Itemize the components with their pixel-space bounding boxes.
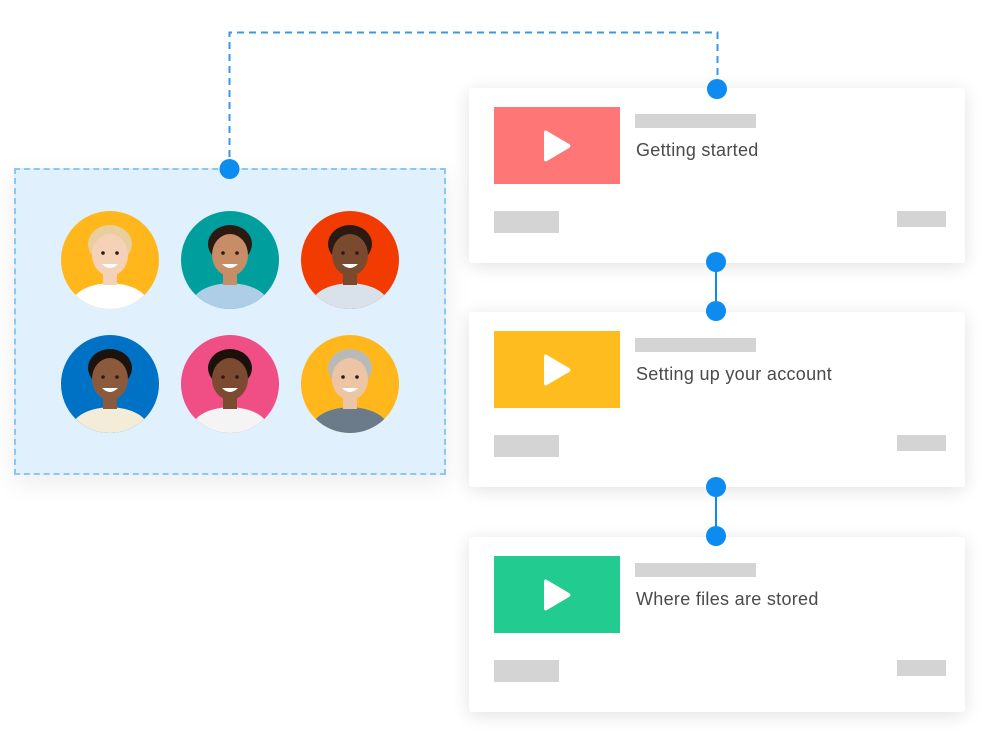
avatar (61, 211, 159, 309)
avatar (301, 211, 399, 309)
placeholder-bar (494, 211, 559, 233)
lesson-title: Setting up your account (636, 364, 833, 384)
portrait-illustration (301, 211, 399, 309)
lesson-card[interactable]: Where files are stored (469, 537, 965, 712)
portrait-illustration (61, 335, 159, 433)
lesson-title: Where files are stored (636, 589, 819, 609)
portrait-illustration (61, 211, 159, 309)
avatar (301, 335, 399, 433)
placeholder-bar (897, 211, 946, 227)
placeholder-bar (897, 660, 946, 676)
placeholder-bar (635, 563, 756, 577)
lesson-card[interactable]: Setting up your account (469, 312, 965, 487)
avatar (181, 211, 279, 309)
placeholder-bar (635, 114, 756, 128)
avatar (181, 335, 279, 433)
placeholder-bar (897, 435, 946, 451)
play-icon (544, 354, 571, 385)
lesson-card[interactable]: Getting started (469, 88, 965, 263)
video-thumbnail[interactable] (494, 556, 620, 633)
lesson-title: Getting started (636, 140, 759, 160)
placeholder-bar (635, 338, 756, 352)
video-thumbnail[interactable] (494, 331, 620, 408)
team-panel (14, 168, 446, 475)
placeholder-bar (494, 435, 559, 457)
portrait-illustration (301, 335, 399, 433)
portrait-illustration (181, 211, 279, 309)
avatar (61, 335, 159, 433)
play-icon (544, 130, 571, 161)
placeholder-bar (494, 660, 559, 682)
portrait-illustration (181, 335, 279, 433)
play-icon (544, 579, 571, 610)
video-thumbnail[interactable] (494, 107, 620, 184)
